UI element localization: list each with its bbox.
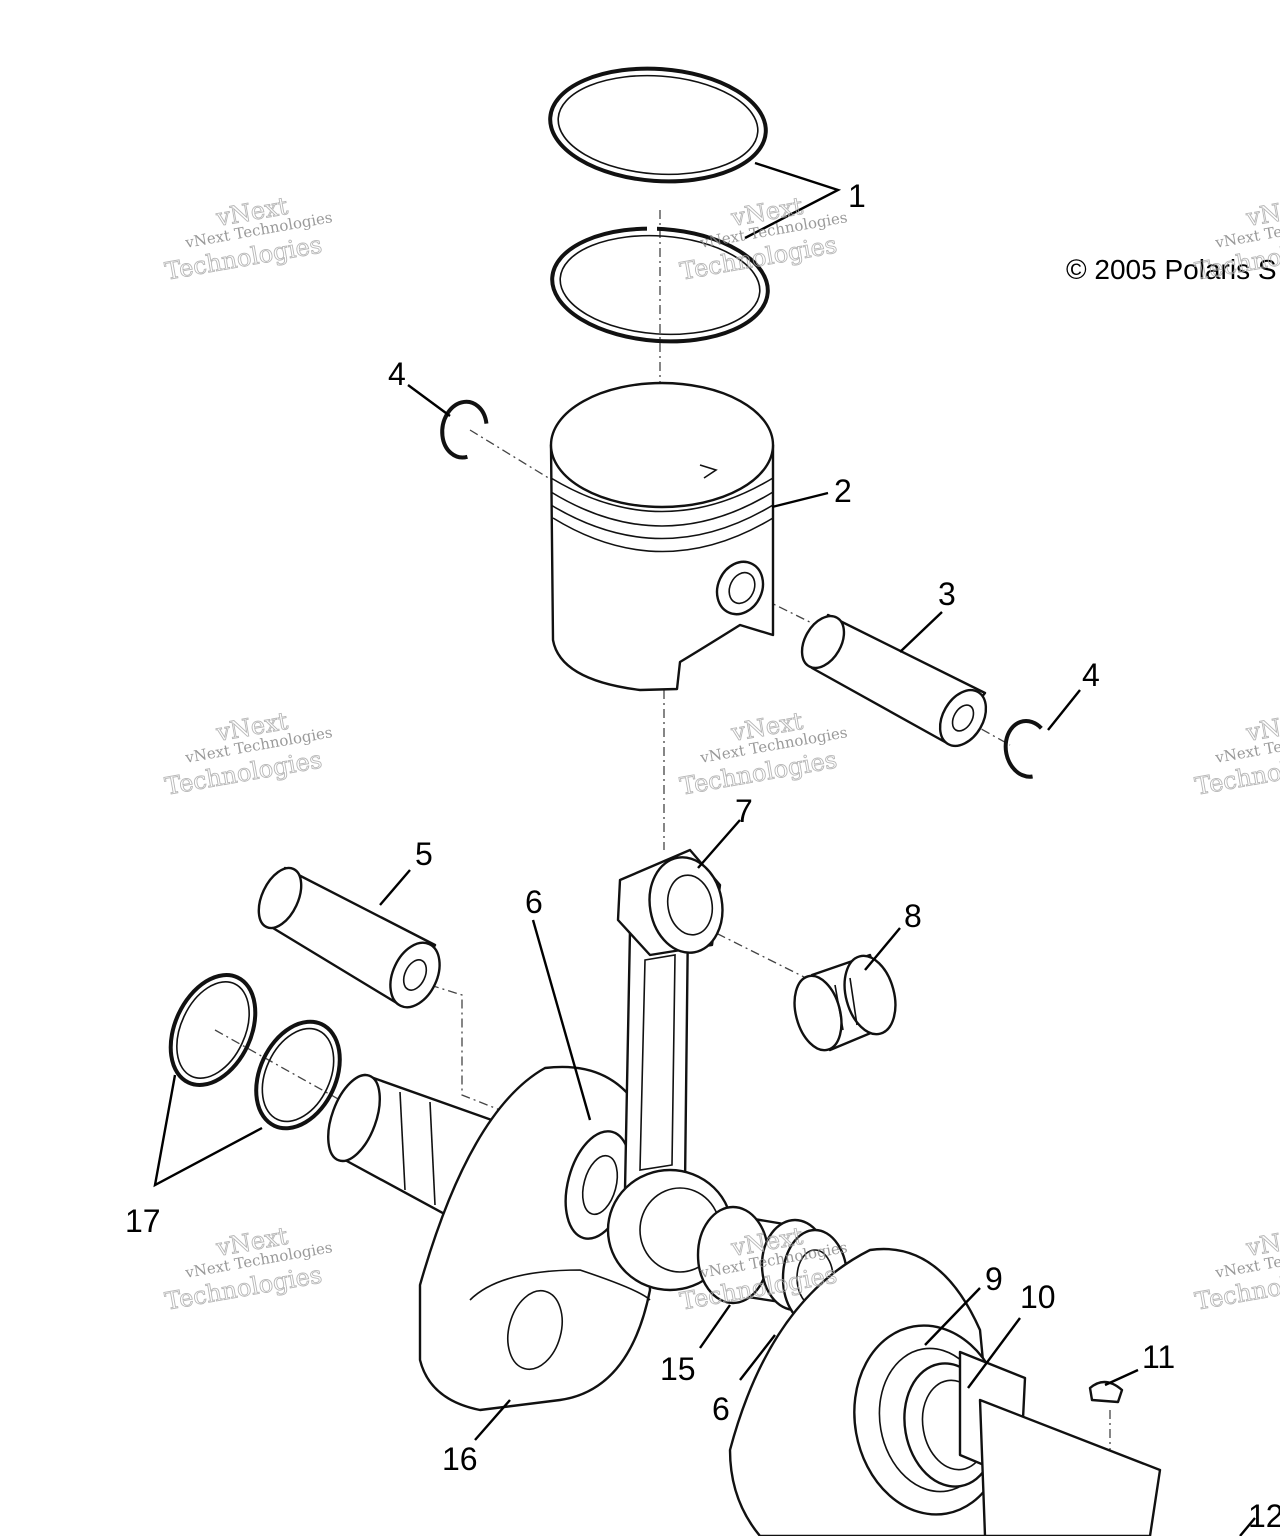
leader-lines xyxy=(153,161,1256,1536)
callout-9: 9 xyxy=(985,1261,1003,1297)
crank-pin xyxy=(257,866,441,1009)
callout-7: 7 xyxy=(735,793,753,829)
piston xyxy=(549,381,775,692)
watermark: vNext vNext Technologies Technologies xyxy=(162,706,333,801)
callout-1: 1 xyxy=(848,178,866,214)
callout-11: 11 xyxy=(1142,1339,1175,1375)
crankshaft-right-journal xyxy=(978,1398,1162,1536)
shim-inner xyxy=(254,1019,342,1131)
callout-labels: 1 2 3 4 4 5 6 7 8 9 10 11 12 15 6 16 17 xyxy=(125,178,1280,1534)
watermarks: vNext vNext Technologies Technologies vN… xyxy=(162,191,1280,1316)
callout-10: 10 xyxy=(1020,1279,1056,1315)
callout-3: 3 xyxy=(938,576,956,612)
circlip-right xyxy=(1003,719,1043,779)
piston-ring-top xyxy=(548,66,768,184)
copyright-text: © 2005 Polaris S xyxy=(1066,254,1277,285)
callout-12: 12 xyxy=(1248,1498,1280,1534)
callout-4-left: 4 xyxy=(388,356,406,392)
watermark: vNext vNext Technologies Technologies xyxy=(1192,706,1280,801)
shim-outer xyxy=(168,973,258,1087)
watermark: vNext vNext Technologies Technologies xyxy=(162,191,333,286)
piston-ring-second xyxy=(550,218,770,344)
piston-pin xyxy=(800,613,988,748)
watermark: vNext vNext Technologies Technologies xyxy=(162,1221,333,1316)
callout-2: 2 xyxy=(834,473,852,509)
callout-4-right: 4 xyxy=(1082,657,1100,693)
callout-16: 16 xyxy=(442,1441,478,1477)
circlip-left xyxy=(440,399,489,460)
callout-6-upper: 6 xyxy=(525,884,543,920)
callout-5: 5 xyxy=(415,836,433,872)
connecting-rod xyxy=(606,848,734,1292)
callout-17: 17 xyxy=(125,1203,161,1239)
woodruff-key xyxy=(1088,1380,1124,1404)
callout-15: 15 xyxy=(660,1351,696,1387)
watermark: vNext vNext Technologies Technologies xyxy=(1192,1221,1280,1316)
needle-bearing xyxy=(793,953,897,1052)
watermark: vNext vNext Technologies Technologies xyxy=(677,706,848,801)
callout-6-lower: 6 xyxy=(712,1391,730,1427)
watermark: vNext vNext Technologies Technologies xyxy=(1192,191,1280,286)
callout-8: 8 xyxy=(904,898,922,934)
